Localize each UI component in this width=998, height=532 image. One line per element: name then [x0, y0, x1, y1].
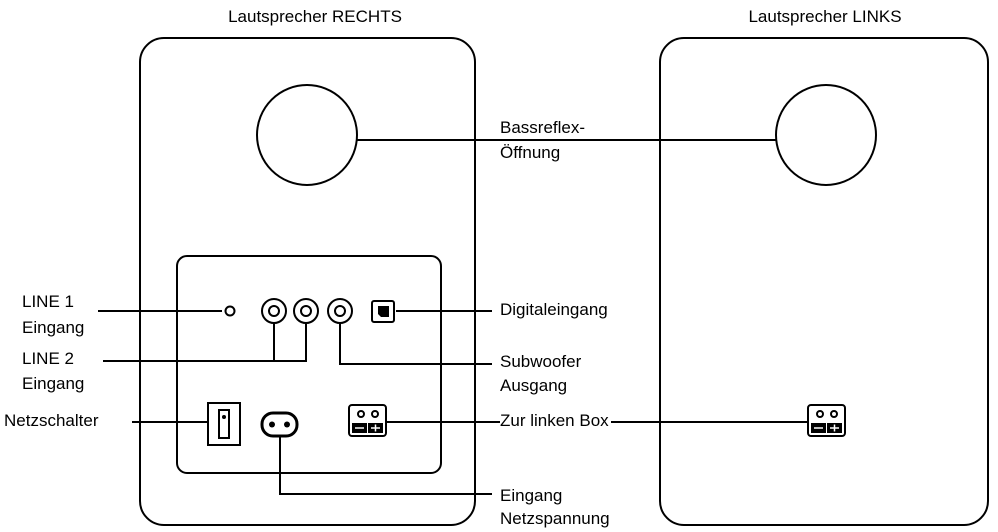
- right-speaker-terminal: [348, 404, 387, 437]
- left-bassreflex-port: [775, 84, 877, 186]
- line1-jack: [224, 305, 236, 317]
- line1-label-line1: LINE 1: [22, 292, 74, 311]
- left-speaker-terminal: [807, 404, 846, 437]
- right-bassreflex-port: [256, 84, 358, 186]
- left-speaker-cabinet: [659, 37, 989, 526]
- line2-leader-left: [103, 323, 275, 362]
- optical-input: [371, 300, 395, 323]
- mains-label-line2: Netzspannung: [500, 509, 610, 528]
- line1-label-line2: Eingang: [22, 318, 85, 337]
- subwoofer-leader: [339, 323, 492, 365]
- power-switch-label: Netzschalter: [4, 411, 99, 430]
- bassreflex-label-line1: Bassreflex-: [500, 118, 586, 137]
- mains-leader: [279, 436, 492, 495]
- mains-label-line1: Eingang: [500, 486, 563, 505]
- line2-label-line1: LINE 2: [22, 349, 74, 368]
- line2-rca-right: [293, 298, 319, 324]
- line2-rca-left: [261, 298, 287, 324]
- left-speaker-title: Lautsprecher LINKS: [748, 7, 902, 26]
- digital-input-label: Digitaleingang: [500, 300, 608, 319]
- line2-label-line2: Eingang: [22, 374, 85, 393]
- line2-leader-right: [274, 323, 307, 362]
- mains-socket: [260, 411, 299, 438]
- to-left-box-label: Zur linken Box: [500, 411, 611, 431]
- subwoofer-label-line1: Subwoofer: [500, 352, 582, 371]
- right-speaker-cabinet: [139, 37, 476, 526]
- right-speaker-title: Lautsprecher RECHTS: [228, 7, 402, 26]
- bassreflex-label-line2: Öffnung: [500, 143, 561, 162]
- subwoofer-label-line2: Ausgang: [500, 376, 568, 395]
- subwoofer-rca: [327, 298, 353, 324]
- power-switch: [207, 402, 241, 446]
